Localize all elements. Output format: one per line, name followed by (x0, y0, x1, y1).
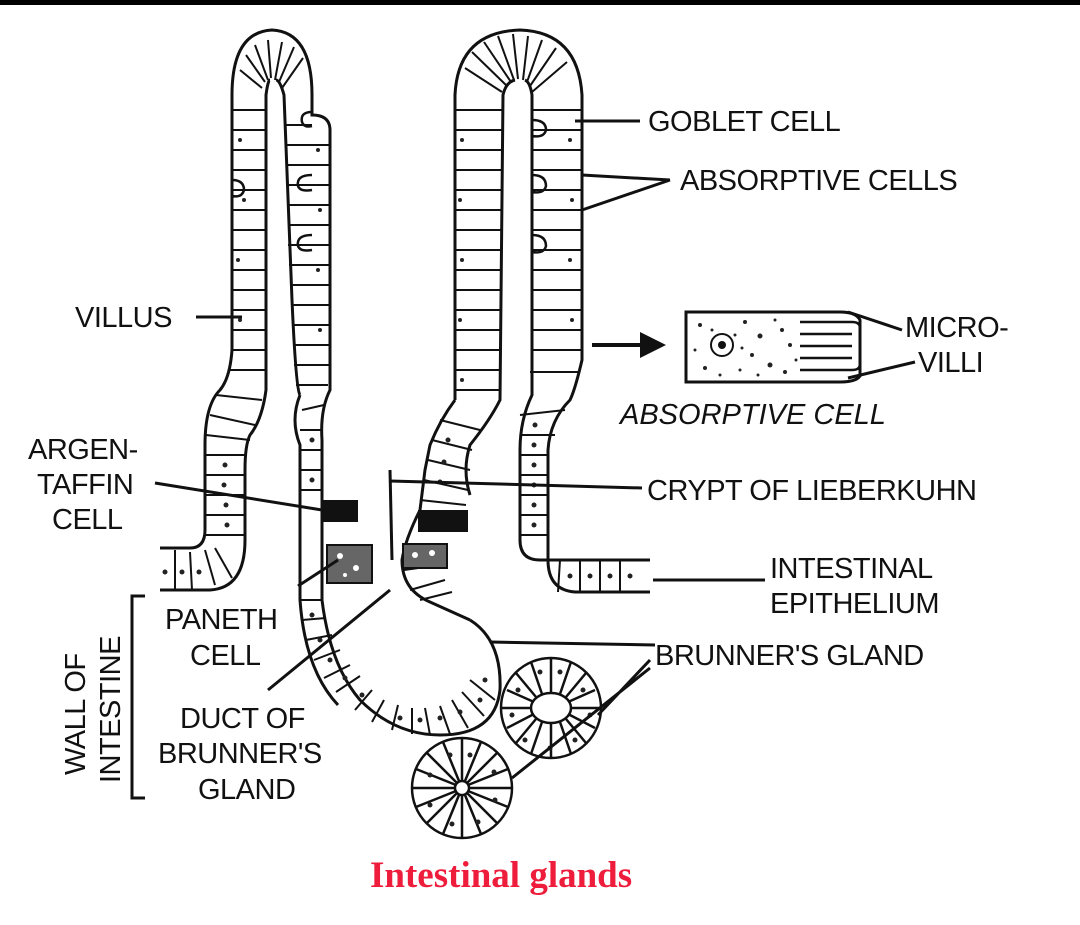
right-villus-cells (403, 33, 621, 601)
left-villus-cells (174, 39, 496, 736)
label-microvilli-line1: MICRO- (905, 312, 1008, 344)
absorptive-cell-inset (684, 310, 862, 384)
argentaffin-cell-left (321, 500, 358, 522)
caption: Intestinal glands (370, 855, 632, 896)
argentaffin-leader (154, 481, 323, 512)
label-duct-line2: BRUNNER'S (158, 738, 322, 770)
right-villus-granules (437, 138, 633, 579)
brunners-gland-acinus-lower-nuclei (427, 752, 498, 827)
label-duct-line3: GLAND (198, 774, 295, 806)
label-duct-line1: DUCT OF (180, 703, 305, 735)
brunners-gland-leader (489, 640, 656, 780)
leader-lines (130, 119, 916, 800)
label-intestinal-epithelium-line1: INTESTINAL (770, 553, 933, 585)
argentaffin-cell-right (418, 510, 468, 532)
label-wall-of-intestine-line1-rot: WALL OF (60, 653, 92, 775)
label-absorptive-cell: ABSORPTIVE CELL (618, 399, 886, 431)
crypt-leader (389, 479, 643, 490)
right-villus-goblet-cells (531, 118, 548, 254)
duct-leader (267, 588, 391, 692)
absorptive-cells-leader (581, 173, 671, 212)
label-crypt-of-lieberkuhn: CRYPT OF LIEBERKUHN (647, 475, 976, 507)
label-paneth-line1: PANETH (165, 604, 277, 636)
label-wall-of-intestine-line2: INTESTINE (95, 636, 127, 783)
left-villus-goblet-cells (231, 110, 313, 252)
label-villus: VILLUS (75, 302, 172, 334)
label-brunners-gland: BRUNNER'S GLAND (655, 640, 924, 672)
label-absorptive-cells: ABSORPTIVE CELLS (680, 165, 957, 197)
label-microvilli-line2: VILLI (918, 347, 983, 379)
right-villus (388, 28, 650, 622)
wall-bracket (130, 594, 145, 800)
microvilli-leader (847, 310, 916, 380)
left-villus-granules (162, 138, 488, 723)
label-argentaffin-line3: CELL (52, 504, 123, 536)
top-border (0, 0, 1080, 5)
label-goblet-cell: GOBLET CELL (648, 106, 841, 138)
paneth-leader (297, 558, 339, 588)
brunners-gland-acinus-lower (410, 736, 514, 840)
label-paneth-line2: CELL (190, 640, 261, 672)
label-argentaffin-line2: TAFFIN (37, 469, 133, 501)
label-argentaffin-line1: ARGEN- (28, 434, 138, 466)
paneth-cell-right (402, 543, 448, 569)
brunners-gland-acinus-upper (499, 656, 603, 760)
inset-arrow (592, 332, 666, 358)
label-intestinal-epithelium-line2: EPITHELIUM (770, 588, 939, 620)
